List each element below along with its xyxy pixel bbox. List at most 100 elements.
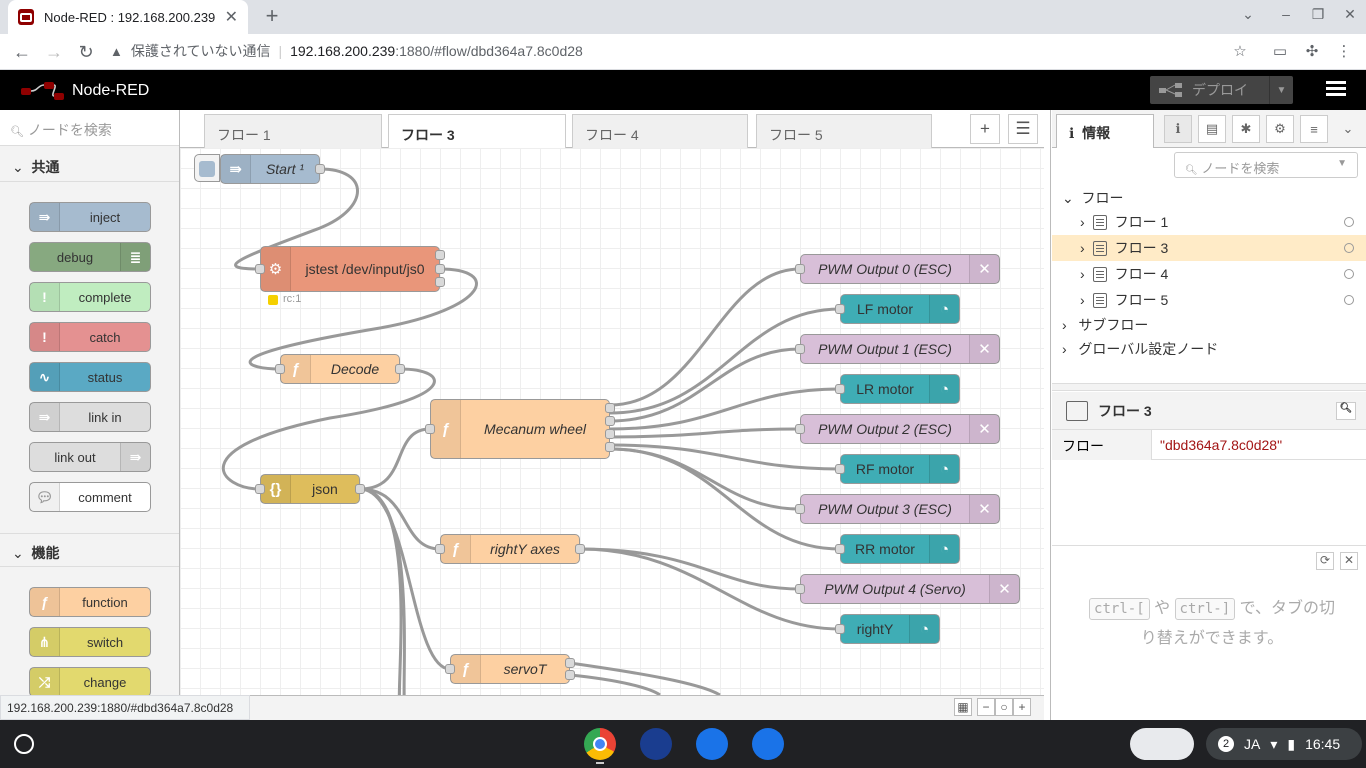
palette-category-function[interactable]: ⌄ 機能: [0, 533, 179, 567]
palette-node-complete[interactable]: !complete: [29, 282, 151, 312]
sidebar-search-input[interactable]: 🔍︎ ノードを検索 ▼: [1174, 152, 1358, 178]
launcher-icon[interactable]: [14, 734, 34, 754]
tree-flow-3[interactable]: ›フロー 3: [1052, 235, 1366, 261]
output-port[interactable]: [605, 442, 615, 452]
minimize-icon[interactable]: –: [1282, 6, 1290, 22]
node-rf-motor[interactable]: RF motor◔: [840, 454, 960, 484]
tab-search-icon[interactable]: ⌄: [1242, 6, 1254, 22]
input-port[interactable]: [835, 304, 845, 314]
input-port[interactable]: [835, 384, 845, 394]
input-port[interactable]: [795, 264, 805, 274]
tree-flow-4[interactable]: ›フロー 4: [1052, 261, 1366, 287]
browser-menu-icon[interactable]: ⋮: [1336, 43, 1352, 60]
node-start[interactable]: ⇛Start ¹: [220, 154, 320, 184]
input-port[interactable]: [795, 344, 805, 354]
search-icon[interactable]: 🔍︎: [1336, 401, 1356, 420]
holding-space-icon[interactable]: [1130, 728, 1194, 760]
tree-global-config[interactable]: › グローバル設定ノード: [1052, 336, 1366, 362]
node-jstest[interactable]: ⚙jstest /dev/input/js0: [260, 246, 440, 292]
zoom-in-button[interactable]: +: [1013, 698, 1031, 716]
node-righty[interactable]: rightY◔: [840, 614, 940, 644]
input-port[interactable]: [255, 484, 265, 494]
node-lf-motor[interactable]: LF motor◔: [840, 294, 960, 324]
output-port[interactable]: [395, 364, 405, 374]
input-port[interactable]: [795, 584, 805, 594]
node-json[interactable]: {}json: [260, 474, 360, 504]
node-pwm-output-4[interactable]: PWM Output 4 (Servo)✕: [800, 574, 1020, 604]
address-bar[interactable]: ▲ 保護されていない通信 | 192.168.200.239 :1880/#fl…: [110, 38, 1260, 64]
help-book-icon[interactable]: ▤: [1198, 115, 1226, 143]
bookmark-star-icon[interactable]: ☆: [1233, 43, 1247, 60]
info-tab-button[interactable]: ℹ: [1164, 115, 1192, 143]
tab-info[interactable]: ℹ 情報: [1056, 114, 1154, 148]
output-port[interactable]: [435, 277, 445, 287]
new-tab-button[interactable]: +: [265, 3, 279, 28]
status-tray[interactable]: 2 JA ▾ ▮ 16:45: [1206, 728, 1362, 760]
output-port[interactable]: [565, 670, 575, 680]
output-port[interactable]: [605, 416, 615, 426]
context-data-icon[interactable]: ≡: [1300, 115, 1328, 143]
close-tip-icon[interactable]: ✕: [1340, 552, 1358, 570]
output-port[interactable]: [435, 264, 445, 274]
browser-tab[interactable]: Node-RED : 192.168.200.239 ✕: [8, 0, 248, 34]
files-app-icon[interactable]: [696, 728, 728, 760]
tab-flow-1[interactable]: フロー 1: [204, 114, 382, 148]
input-port[interactable]: [835, 544, 845, 554]
zoom-reset-button[interactable]: ○: [995, 698, 1013, 716]
palette-node-status[interactable]: ∿status: [29, 362, 151, 392]
node-pwm-output-3[interactable]: PWM Output 3 (ESC)✕: [800, 494, 1000, 524]
epson-app-icon[interactable]: [640, 728, 672, 760]
tab-flow-3[interactable]: フロー 3: [388, 114, 566, 149]
output-port[interactable]: [355, 484, 365, 494]
refresh-tip-icon[interactable]: ⟳: [1316, 552, 1334, 570]
deploy-dropdown-icon[interactable]: ▼: [1269, 76, 1293, 104]
inject-trigger-button[interactable]: [194, 154, 220, 182]
node-pwm-output-1[interactable]: PWM Output 1 (ESC)✕: [800, 334, 1000, 364]
input-port[interactable]: [835, 464, 845, 474]
tree-flows-header[interactable]: ⌄ フロー: [1052, 185, 1366, 211]
node-pwm-output-0[interactable]: PWM Output 0 (ESC)✕: [800, 254, 1000, 284]
tree-flow-1[interactable]: ›フロー 1: [1052, 209, 1366, 235]
input-port[interactable]: [795, 504, 805, 514]
input-port[interactable]: [435, 544, 445, 554]
input-port[interactable]: [425, 424, 435, 434]
output-port[interactable]: [315, 164, 325, 174]
sidebar-menu-chevron-icon[interactable]: ⌄: [1342, 121, 1354, 136]
tab-flow-4[interactable]: フロー 4: [572, 114, 748, 148]
flow-list-button[interactable]: ☰: [1008, 114, 1038, 144]
tree-flow-5[interactable]: ›フロー 5: [1052, 287, 1366, 313]
palette-search-input[interactable]: 🔍︎ ノードを検索: [0, 110, 179, 146]
output-port[interactable]: [565, 658, 575, 668]
palette-node-link-in[interactable]: ⇛link in: [29, 402, 151, 432]
palette-node-inject[interactable]: ⇛inject: [29, 202, 151, 232]
chrome-app-icon[interactable]: [584, 728, 616, 760]
input-port[interactable]: [275, 364, 285, 374]
extensions-icon[interactable]: ✣: [1305, 43, 1319, 60]
palette-node-switch[interactable]: ⋔switch: [29, 627, 151, 657]
node-rr-motor[interactable]: RR motor◔: [840, 534, 960, 564]
close-window-icon[interactable]: ✕: [1344, 6, 1356, 22]
palette-node-debug[interactable]: debug≣: [29, 242, 151, 272]
input-port[interactable]: [255, 264, 265, 274]
input-port[interactable]: [445, 664, 455, 674]
cast-icon[interactable]: ▭: [1272, 43, 1288, 60]
input-port[interactable]: [795, 424, 805, 434]
output-port[interactable]: [435, 250, 445, 260]
tree-subflows[interactable]: › サブフロー: [1052, 312, 1366, 338]
palette-category-common[interactable]: ⌄ 共通: [0, 148, 179, 182]
back-icon[interactable]: ←: [13, 42, 31, 62]
debug-bug-icon[interactable]: ✱: [1232, 115, 1260, 143]
palette-node-change[interactable]: ⤮change: [29, 667, 151, 695]
zoom-out-button[interactable]: −: [977, 698, 995, 716]
add-flow-button[interactable]: +: [970, 114, 1000, 144]
output-port[interactable]: [605, 429, 615, 439]
node-lr-motor[interactable]: LR motor◔: [840, 374, 960, 404]
camera-app-icon[interactable]: [752, 728, 784, 760]
node-pwm-output-2[interactable]: PWM Output 2 (ESC)✕: [800, 414, 1000, 444]
output-port[interactable]: [605, 403, 615, 413]
